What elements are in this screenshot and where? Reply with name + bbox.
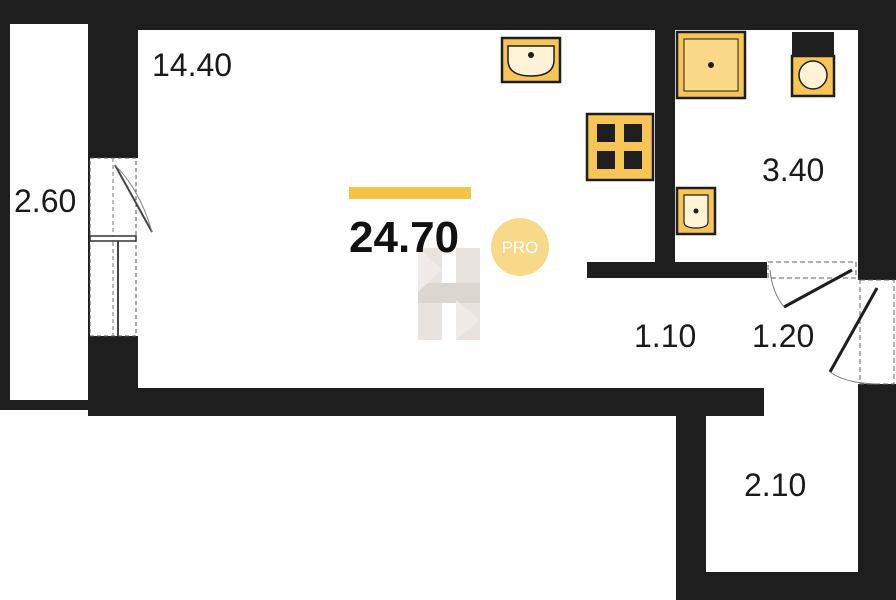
stove-icon bbox=[585, 112, 655, 182]
storage-area: 2.10 bbox=[744, 467, 806, 503]
partition-wall bbox=[587, 262, 767, 278]
bathroom-sink-icon bbox=[675, 186, 717, 236]
right-wall-upper bbox=[858, 0, 896, 280]
hallway-area: 1.10 bbox=[634, 318, 696, 354]
top-wall bbox=[88, 0, 896, 30]
accent-bar bbox=[349, 187, 471, 199]
toilet-icon bbox=[790, 32, 836, 98]
storage-left-wall bbox=[676, 388, 706, 600]
corridor-area: 1.20 bbox=[752, 318, 814, 354]
window bbox=[89, 157, 153, 337]
main-room-area: 14.40 bbox=[152, 47, 232, 83]
shower-icon bbox=[675, 30, 747, 100]
right-wall-lower bbox=[858, 384, 896, 600]
bottom-wall bbox=[88, 388, 764, 416]
kitchen-sink-icon bbox=[500, 36, 562, 84]
storage-top-wall bbox=[706, 388, 764, 404]
total-area: 24.70 bbox=[349, 213, 459, 262]
entrance-door bbox=[828, 279, 895, 385]
watermark-logo bbox=[418, 248, 480, 340]
left-wall-upper bbox=[88, 0, 138, 158]
bathroom-wall bbox=[655, 0, 675, 262]
pro-badge-label: PRO bbox=[502, 238, 539, 257]
storage-bottom-wall bbox=[676, 572, 896, 600]
bathroom-area: 3.40 bbox=[762, 152, 824, 188]
bathroom-door bbox=[767, 261, 857, 309]
balcony-area: 2.60 bbox=[14, 183, 76, 219]
pro-badge: PRO bbox=[491, 218, 549, 276]
